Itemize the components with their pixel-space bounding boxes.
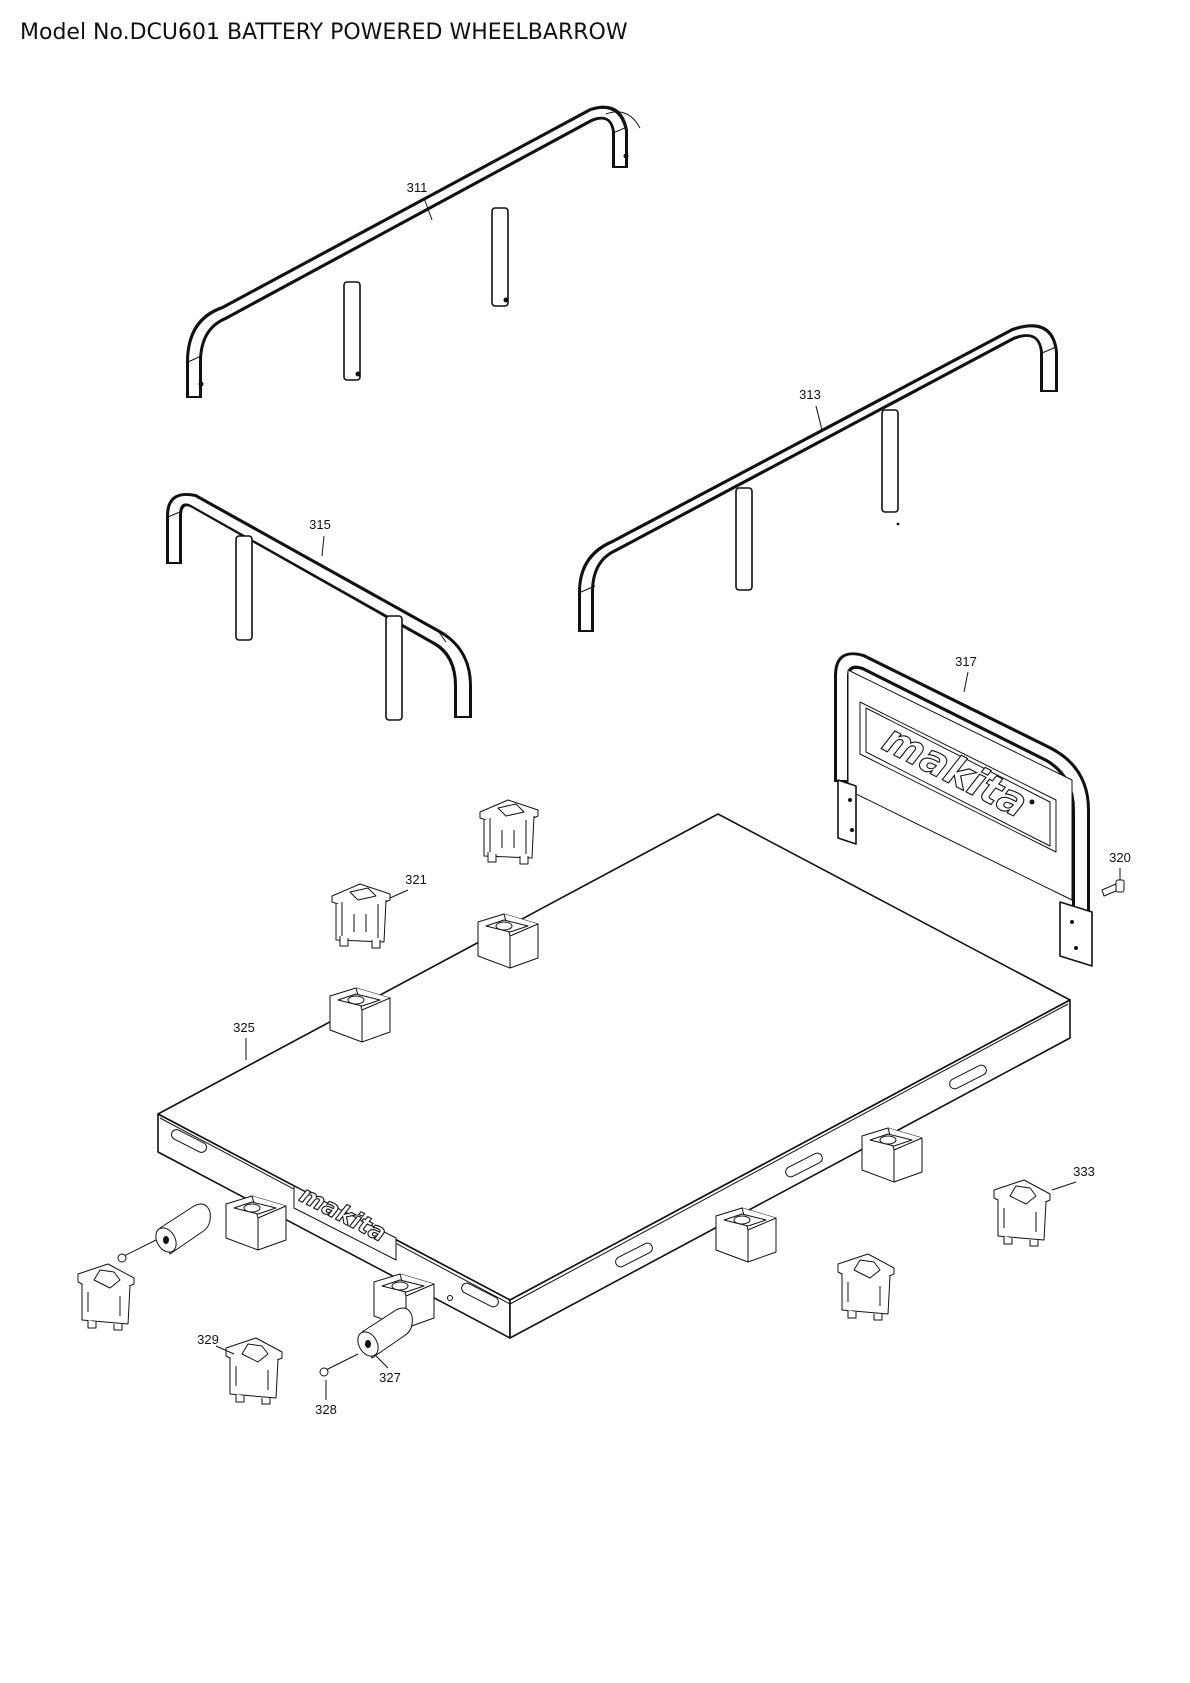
spacer-327-a [155, 1203, 211, 1255]
callout-label-328: 328 [315, 1402, 337, 1417]
bolt-328-b [319, 1353, 359, 1377]
callout-label-313: 313 [799, 387, 821, 402]
leader-329 [215, 1345, 235, 1355]
clip-329-b [225, 1337, 283, 1405]
leader-321 [389, 889, 409, 899]
bracket-321-b [479, 799, 539, 865]
callout-label-329: 329 [197, 1332, 219, 1347]
screw-320 [1101, 879, 1125, 897]
clip-333-b [837, 1253, 895, 1321]
clip-333-a [993, 1179, 1051, 1247]
bracket-321-a [331, 883, 391, 949]
bolt-328-a [117, 1239, 157, 1263]
leader-333 [1051, 1181, 1077, 1191]
callout-label-333: 333 [1073, 1164, 1095, 1179]
leader-317 [963, 671, 969, 693]
callout-label-317: 317 [955, 654, 977, 669]
callout-label-311: 311 [407, 180, 428, 195]
leader-315 [321, 535, 325, 557]
deck-325: makita [157, 813, 1071, 1339]
leader-313 [815, 405, 823, 431]
clip-329-a [77, 1263, 135, 1331]
rail-315 [166, 492, 472, 721]
page-title: Model No.DCU601 BATTERY POWERED WHEELBAR… [20, 20, 628, 45]
callout-label-327: 327 [379, 1370, 401, 1385]
callout-label-315: 315 [309, 517, 331, 532]
headboard-317: makita [834, 652, 1093, 967]
callout-label-321: 321 [405, 872, 427, 887]
leader-311 [423, 197, 433, 221]
spacer-327-b [357, 1307, 413, 1359]
callout-label-325: 325 [233, 1020, 255, 1035]
callout-label-320: 320 [1109, 850, 1131, 865]
rail-313 [578, 324, 1058, 632]
rail-311 [186, 105, 641, 398]
leader-327 [375, 1355, 389, 1369]
